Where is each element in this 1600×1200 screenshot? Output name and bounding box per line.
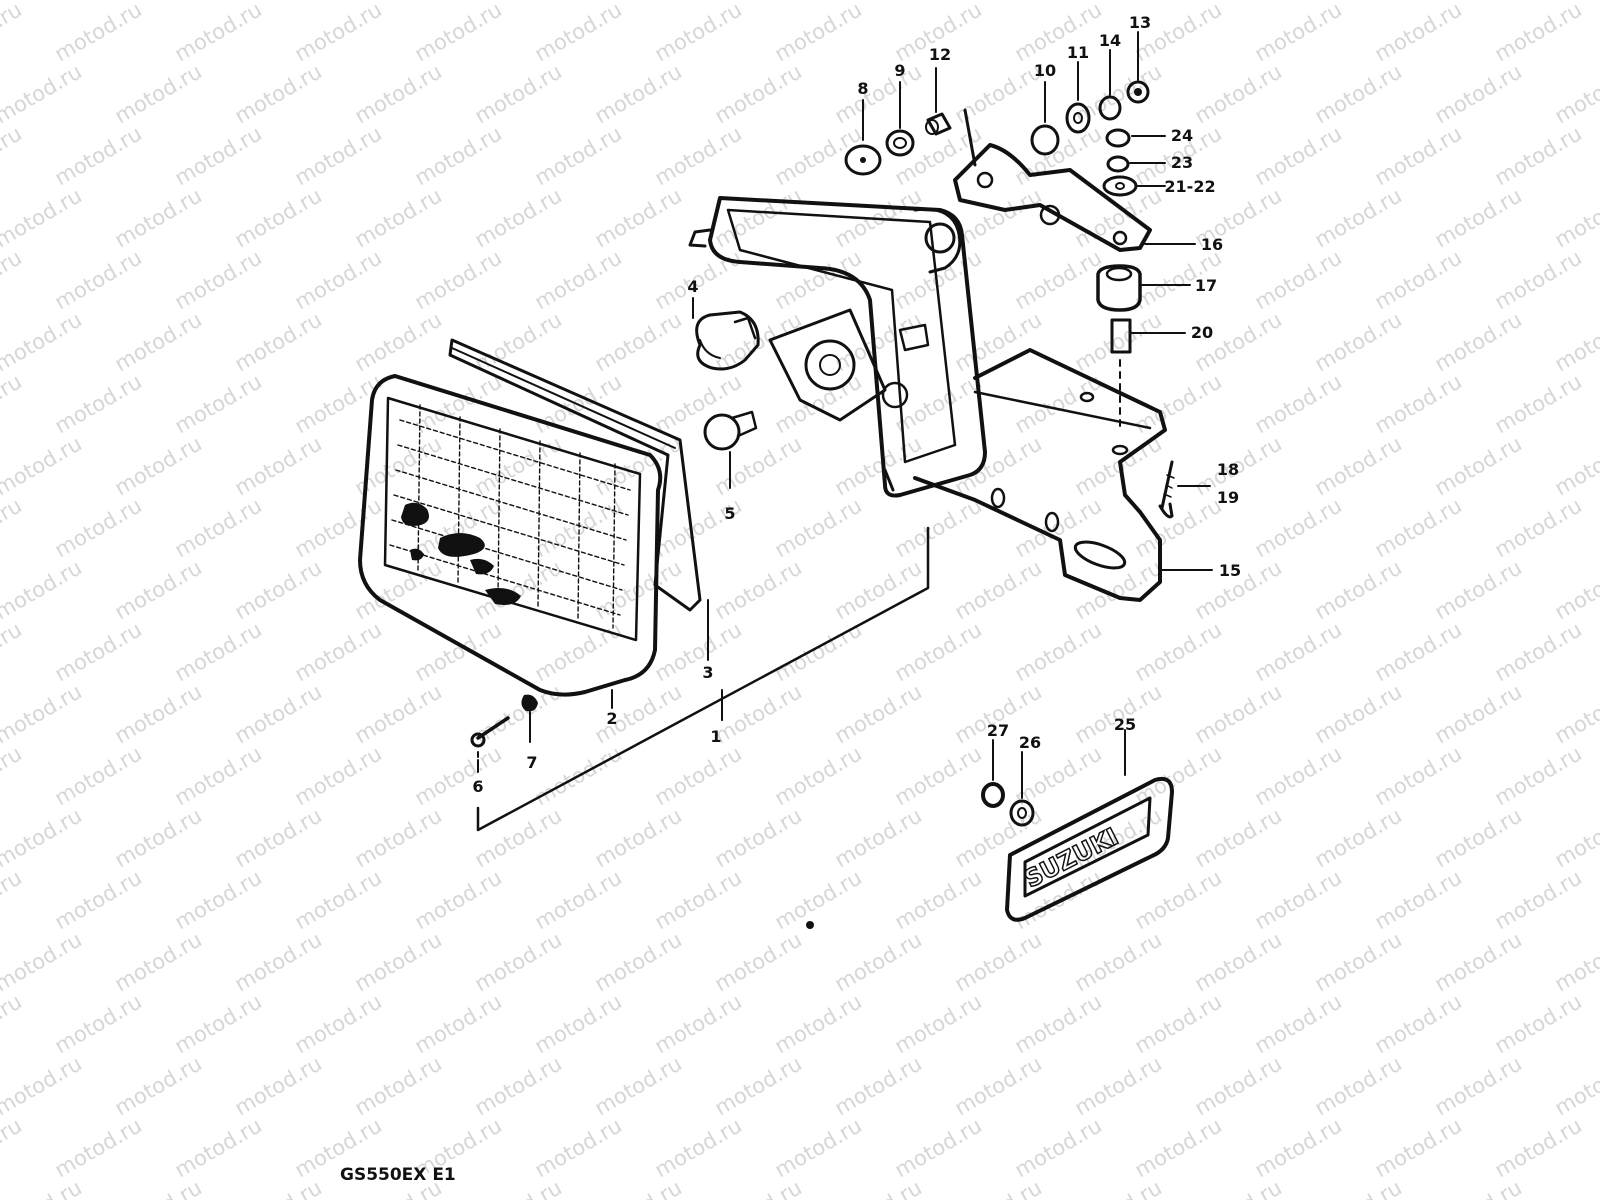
washer-8 <box>844 144 882 176</box>
diagram-caption: GS550EX E1 <box>340 1165 456 1185</box>
callout-9: 9 <box>894 61 905 80</box>
bulb-large <box>695 310 760 371</box>
callout-4: 4 <box>687 277 698 296</box>
callout-23: 23 <box>1171 153 1193 172</box>
callout-10: 10 <box>1034 61 1056 80</box>
bulb-small <box>703 410 758 451</box>
washer-14 <box>1098 95 1122 121</box>
callout-6: 6 <box>472 777 483 796</box>
screw-6 <box>470 716 510 748</box>
washer-10 <box>1030 124 1060 156</box>
washer-11 <box>1065 102 1091 134</box>
gasket <box>448 338 702 612</box>
callout-7: 7 <box>526 753 537 772</box>
nut-7 <box>521 694 538 712</box>
callout-1: 1 <box>710 727 721 746</box>
screw-18 <box>1158 460 1175 519</box>
callout-16: 16 <box>1201 235 1223 254</box>
callout-12: 12 <box>929 45 951 64</box>
nut-27 <box>981 782 1005 808</box>
callout-13: 13 <box>1129 13 1151 32</box>
washer-26 <box>1009 799 1035 827</box>
bracket-upper <box>953 108 1152 252</box>
lamp-housing <box>688 196 987 498</box>
callout-24: 24 <box>1171 126 1193 145</box>
callout-26: 26 <box>1019 733 1041 752</box>
cushion-17 <box>1096 264 1142 312</box>
lens <box>358 374 663 697</box>
callout-5: 5 <box>724 504 735 523</box>
callout-19: 19 <box>1217 488 1239 507</box>
collar-12 <box>925 112 952 136</box>
callout-21-22: 21-22 <box>1164 177 1215 196</box>
grommet-9 <box>885 129 915 157</box>
nut-24 <box>1105 128 1131 148</box>
washer-23 <box>1106 155 1130 173</box>
callout-11: 11 <box>1067 43 1089 62</box>
callout-8: 8 <box>857 79 868 98</box>
leader-lines <box>477 31 1213 799</box>
callout-labels: 1 2 3 4 5 6 7 8 9 10 11 12 13 14 15 16 1… <box>472 13 1241 796</box>
callout-20: 20 <box>1191 323 1213 342</box>
callout-27: 27 <box>987 721 1009 740</box>
callout-15: 15 <box>1219 561 1241 580</box>
callout-2: 2 <box>606 709 617 728</box>
stray-dot <box>806 921 814 929</box>
callout-17: 17 <box>1195 276 1217 295</box>
nut-13 <box>1126 80 1150 104</box>
collar-20 <box>1110 318 1132 354</box>
callout-14: 14 <box>1099 31 1121 50</box>
callout-3: 3 <box>702 663 713 682</box>
callout-18: 18 <box>1217 460 1239 479</box>
callout-25: 25 <box>1114 715 1136 734</box>
washer-21-22 <box>1102 175 1138 197</box>
